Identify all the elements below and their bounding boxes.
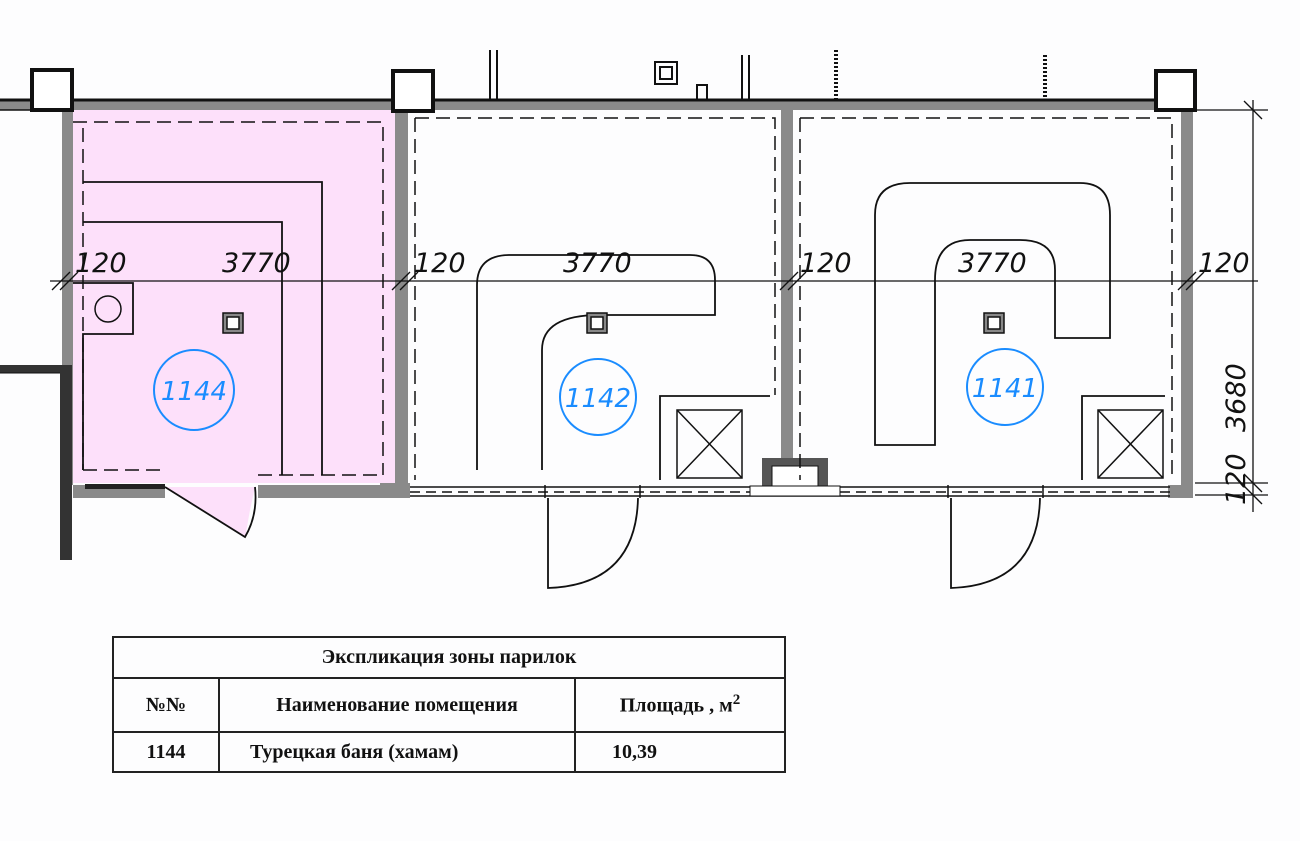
benches (73, 181, 1165, 480)
dim-wall-1: 120 (75, 248, 127, 279)
wall-partition-1 (395, 110, 408, 488)
wall-left (62, 110, 73, 485)
wall-right (1181, 110, 1193, 498)
room-number: 1141 (972, 374, 1038, 404)
doors (164, 486, 1041, 589)
dim-bottom-wall: 120 (1221, 453, 1252, 505)
window-strip (85, 484, 165, 489)
column-bottom (749, 458, 841, 497)
header-area-label: Площадь , м (619, 694, 733, 717)
cell-name: Турецкая баня (хамам) (218, 731, 576, 773)
corridor-wall (0, 365, 72, 560)
header-number: №№ (112, 677, 220, 733)
wall-partition-2 (781, 110, 793, 458)
room-1144-highlight (73, 110, 395, 483)
top-details (489, 50, 1047, 101)
explication-table: Экспликация зоны парилок №№ Наименование… (112, 636, 786, 773)
drain-icons (222, 312, 1005, 334)
room-tag-1144[interactable]: 1144 (153, 349, 235, 431)
room-tag-1141[interactable]: 1141 (966, 348, 1044, 426)
room-number: 1142 (565, 384, 631, 414)
room-1144-door-swing-fill (165, 487, 255, 538)
dim-room-1141: 3770 (958, 248, 1027, 279)
cell-area: 10,39 (574, 731, 786, 773)
dim-wall-4: 120 (1198, 248, 1250, 279)
dim-wall-3: 120 (800, 248, 852, 279)
dim-wall-2: 120 (414, 248, 466, 279)
header-area-sup: 2 (732, 692, 741, 709)
cell-number: 1144 (112, 731, 220, 773)
dimension-lines (50, 100, 1268, 512)
dim-room-1144: 3770 (222, 248, 291, 279)
header-area: Площадь , м2 (574, 677, 786, 733)
structural-columns (30, 68, 1197, 113)
table-title: Экспликация зоны парилок (112, 636, 786, 679)
room-tag-1142[interactable]: 1142 (559, 358, 637, 436)
room-number: 1144 (161, 377, 227, 407)
basin-icon (94, 295, 122, 323)
top-wall (0, 98, 1190, 111)
table-row: 1144 Турецкая баня (хамам) 10,39 (112, 731, 786, 773)
dim-depth: 3680 (1221, 363, 1252, 432)
header-name: Наименование помещения (218, 677, 576, 733)
stove-1142 (676, 409, 743, 479)
dim-room-1142: 3770 (563, 248, 632, 279)
stove-1141 (1097, 409, 1164, 479)
